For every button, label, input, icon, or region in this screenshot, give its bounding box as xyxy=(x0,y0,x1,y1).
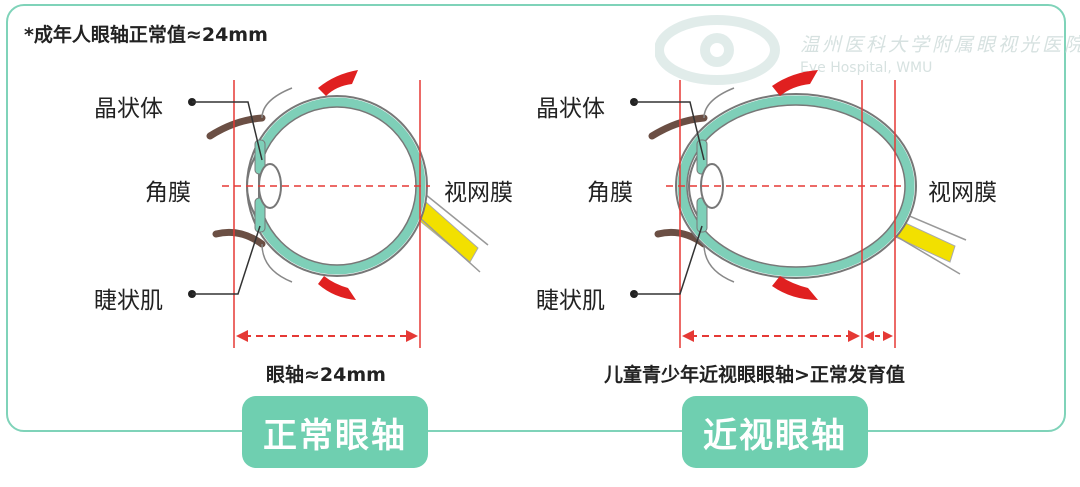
lens-label-right: 晶状体 xyxy=(536,96,605,122)
myopic-eye-diagram xyxy=(630,70,967,348)
myopic-axis-badge: 近视眼轴 xyxy=(682,396,868,468)
normal-axis-caption: 眼轴≈24mm xyxy=(266,364,386,386)
lower-muscle xyxy=(318,276,356,300)
normal-axis-badge: 正常眼轴 xyxy=(242,396,428,468)
watermark-name-en: Eye Hospital, WMU xyxy=(800,60,933,76)
lower-eyelid xyxy=(212,228,266,248)
normal-eye-diagram xyxy=(188,70,489,348)
adult-axial-length-note: *成年人眼轴正常值≈24mm xyxy=(24,24,268,46)
cornea-label-right: 角膜 xyxy=(587,180,633,206)
ciliary-label-right: 睫状肌 xyxy=(536,288,605,314)
eye-logo-icon xyxy=(654,15,780,85)
lens-label-left: 晶状体 xyxy=(94,96,163,122)
watermark-name-cn: 温州医科大学附属眼视光医院 xyxy=(800,34,1080,56)
myopic-axis-caption: 儿童青少年近视眼眼轴>正常发育值 xyxy=(604,364,905,386)
cornea-label-left: 角膜 xyxy=(145,180,191,206)
retina-label-left: 视网膜 xyxy=(444,180,513,206)
ciliary-label-left: 睫状肌 xyxy=(94,288,163,314)
hospital-watermark: 温州医科大学附属眼视光医院 Eye Hospital, WMU xyxy=(654,10,1080,85)
retina-label-right: 视网膜 xyxy=(928,180,997,206)
upper-muscle xyxy=(318,70,358,96)
upper-eyelid xyxy=(206,114,266,140)
